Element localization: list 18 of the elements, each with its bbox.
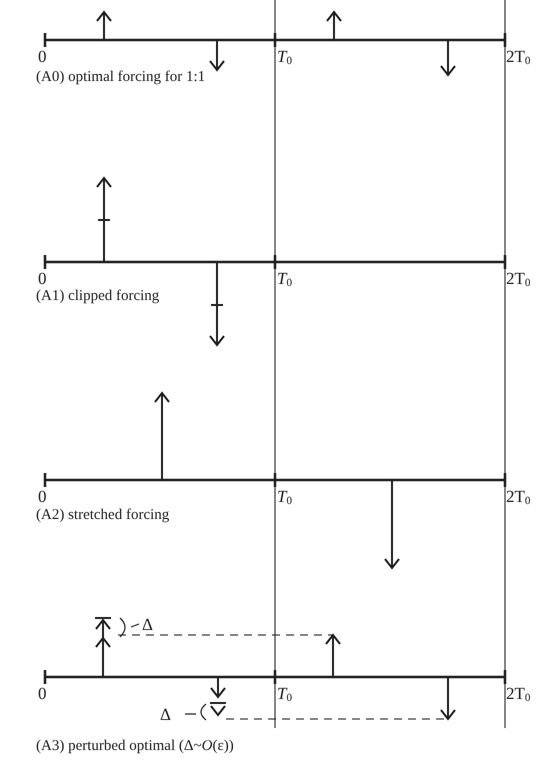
- axis-label: 2T$_{0}$: [506, 48, 530, 68]
- panel-caption: (A3) perturbed optimal (Δ~O(ε)): [36, 739, 234, 754]
- panel-caption: (A2) stretched forcing: [36, 508, 170, 523]
- axis-label: Δ: [142, 616, 153, 633]
- axis-label: T$_{0}$: [277, 685, 292, 704]
- axis-label: 0: [38, 48, 46, 65]
- axis-label: 0: [38, 270, 46, 287]
- axis-label: T$_{0}$: [277, 48, 292, 68]
- axis-label: 2T$_{0}$: [506, 685, 530, 704]
- axis-label: 2T$_{0}$: [506, 270, 530, 290]
- panel-caption: (A1) clipped forcing: [36, 289, 160, 304]
- axis-label: T$_{0}$: [277, 270, 292, 290]
- panel-caption: (A0) optimal forcing for 1:1: [36, 70, 206, 85]
- axis-label: 0: [38, 488, 46, 505]
- axis-label: 0: [38, 685, 46, 702]
- axis-label: T$_{0}$: [277, 488, 292, 508]
- axis-label: 2T$_{0}$: [506, 488, 530, 508]
- axis-label: Δ: [160, 706, 171, 723]
